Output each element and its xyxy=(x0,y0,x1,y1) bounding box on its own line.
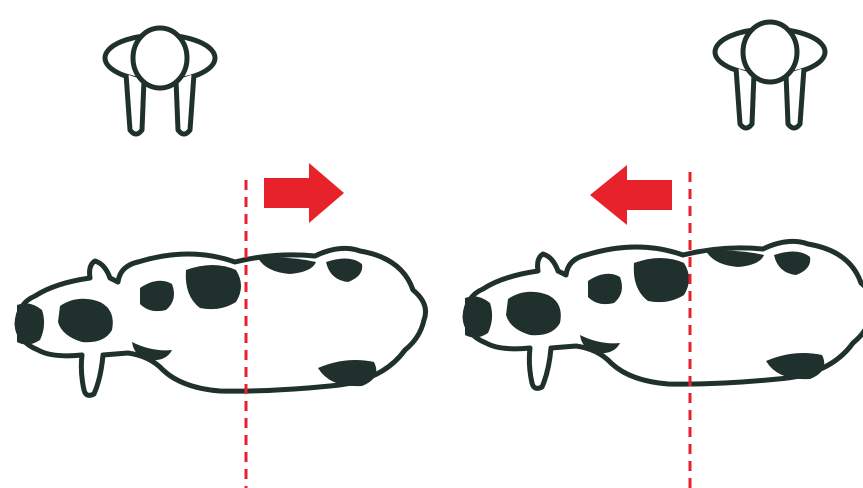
cow-left-icon xyxy=(17,248,426,395)
panel-right xyxy=(465,22,863,488)
handler-right-icon xyxy=(715,22,825,128)
panel-left xyxy=(17,28,426,488)
handler-left-icon xyxy=(105,28,215,134)
arrow-left-icon xyxy=(590,165,672,225)
cow-right-icon xyxy=(465,241,863,388)
arrow-right-icon xyxy=(264,163,344,223)
